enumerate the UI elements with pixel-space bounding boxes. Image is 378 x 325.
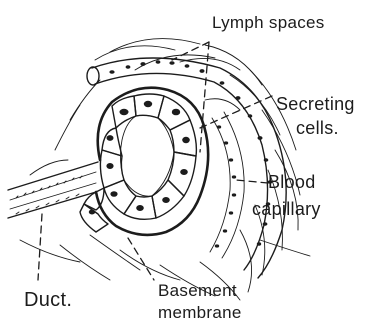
label-duct: Duct. [24, 289, 72, 311]
label-capillary: capillary [252, 199, 321, 219]
alveolus [80, 88, 208, 235]
blood-capillary [210, 112, 244, 258]
lymph-vessel [87, 58, 286, 278]
label-membrane: membrane [158, 303, 242, 322]
label-basement: Basement [158, 281, 237, 300]
label-blood: Blood [268, 172, 316, 192]
label-cells: cells. [296, 118, 339, 138]
secreting-cells [80, 94, 196, 232]
duct [8, 162, 98, 218]
label-secreting: Secreting [276, 94, 355, 114]
label-lymph-spaces: Lymph spaces [212, 13, 325, 32]
cell-nuclei [89, 101, 190, 215]
